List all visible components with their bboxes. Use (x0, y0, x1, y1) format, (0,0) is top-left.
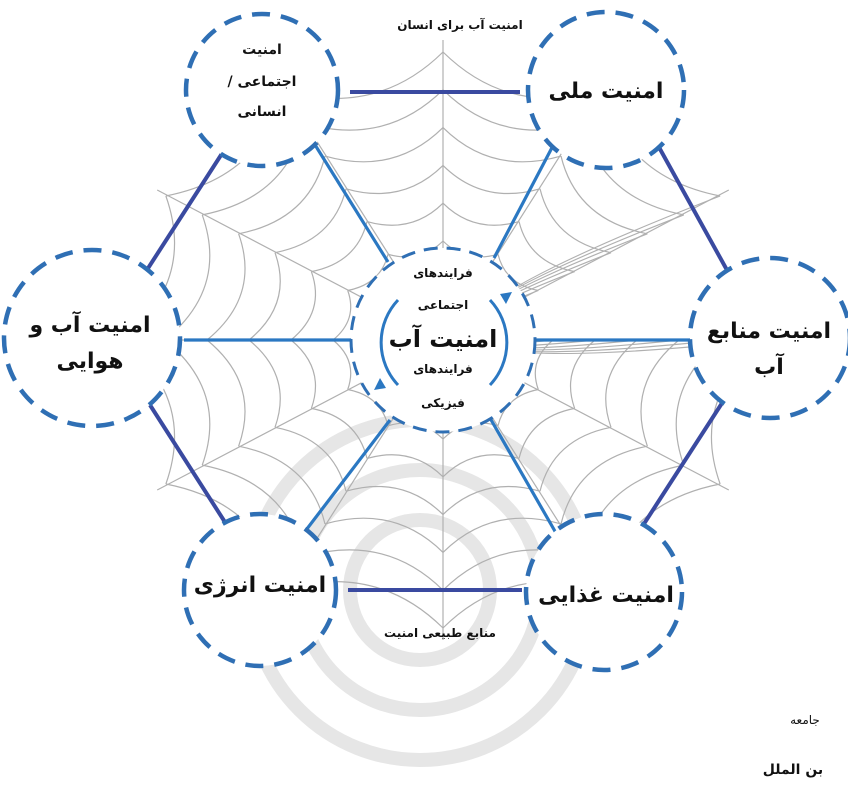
web-arc (332, 339, 352, 390)
spoke-national (492, 139, 558, 259)
center-circle (349, 246, 537, 434)
node-label-water-resources-2: آب (754, 355, 784, 380)
fragment-right-2: بن الملل (762, 762, 824, 778)
web-arc (518, 221, 575, 273)
web-arc (248, 252, 281, 341)
edge-bottom-right (638, 398, 726, 532)
web-arc (345, 485, 444, 516)
node-circle-national (525, 9, 687, 171)
web-arc (497, 388, 539, 426)
web-arc (560, 445, 648, 525)
web-arc (442, 517, 562, 553)
node-label-energy: امنیت انرژی (193, 573, 327, 598)
web-arc (442, 202, 520, 226)
web-arc (311, 407, 368, 459)
hexagon-edges (132, 90, 740, 592)
web-arc (332, 290, 352, 341)
center-arrow-left (379, 298, 400, 387)
web-arc (290, 339, 317, 409)
web-arc (569, 339, 596, 409)
center-arrow-right (488, 298, 509, 387)
web-arc (238, 155, 326, 235)
web-arc (534, 339, 554, 390)
node-label-national: امنیت ملی (548, 79, 664, 104)
edge-top-left (132, 136, 234, 292)
center-bottom-label-2: فیزیکی (421, 396, 465, 410)
node-circle-water-air (1, 247, 183, 429)
web-arc (324, 517, 444, 553)
web-arc (442, 164, 541, 195)
web-arc (539, 188, 612, 254)
spoke-social (310, 139, 390, 263)
web-arc (347, 388, 389, 426)
node-label-water-air-1: امنیت آب و (29, 313, 151, 338)
web-arc (518, 407, 575, 459)
node-circle-social (183, 11, 341, 169)
node-label-water-resources-1: امنیت منابع (706, 319, 832, 344)
web-arc (206, 233, 246, 341)
center-title: امنیت آب (388, 325, 498, 353)
spoke-energy (298, 419, 392, 539)
web-arc (248, 339, 281, 428)
web-arc (442, 485, 541, 516)
node-circle-food (523, 511, 685, 673)
arrowhead-top (500, 292, 512, 304)
edge-bottom-left (148, 403, 232, 532)
node-label-water-air-2: هوایی (56, 349, 124, 374)
center-bottom-label-1: فرایندهای (413, 362, 473, 376)
node-label-social-2: اجتماعی / (227, 74, 297, 90)
node-label-social-3: انسانی (237, 104, 287, 120)
spokes (184, 139, 690, 541)
center-node (349, 246, 537, 434)
edge-top-right (653, 139, 740, 291)
web-arc (274, 188, 347, 254)
node-label-food: امنیت غذایی (538, 583, 674, 608)
edge-label-bottom: منابع طبیعی امنیت (384, 626, 496, 640)
node-circle-energy (181, 511, 339, 669)
web-arc (324, 127, 444, 163)
web-arc (366, 454, 444, 478)
center-top-label-1: فرایندهای (413, 266, 473, 280)
fragment-right-1: جامعه (790, 713, 820, 727)
center-top-label-2: اجتماعی (417, 298, 469, 312)
web-arc (311, 221, 368, 273)
web-arc (290, 271, 317, 341)
node-label-social-1: امنیت (242, 42, 282, 58)
web-arc (206, 339, 246, 447)
spoke-food (488, 417, 562, 541)
web-arc (605, 339, 638, 428)
arrowhead-bottom (374, 378, 386, 390)
edge-label-top: امنیت آب برای انسان (397, 18, 523, 32)
web-arc (640, 339, 680, 447)
web-arc (366, 202, 444, 226)
web-arc (539, 426, 612, 492)
node-circle-water-resources (687, 255, 848, 421)
web-arc (560, 155, 648, 235)
web-arc (345, 164, 444, 195)
outer-nodes (1, 9, 848, 673)
